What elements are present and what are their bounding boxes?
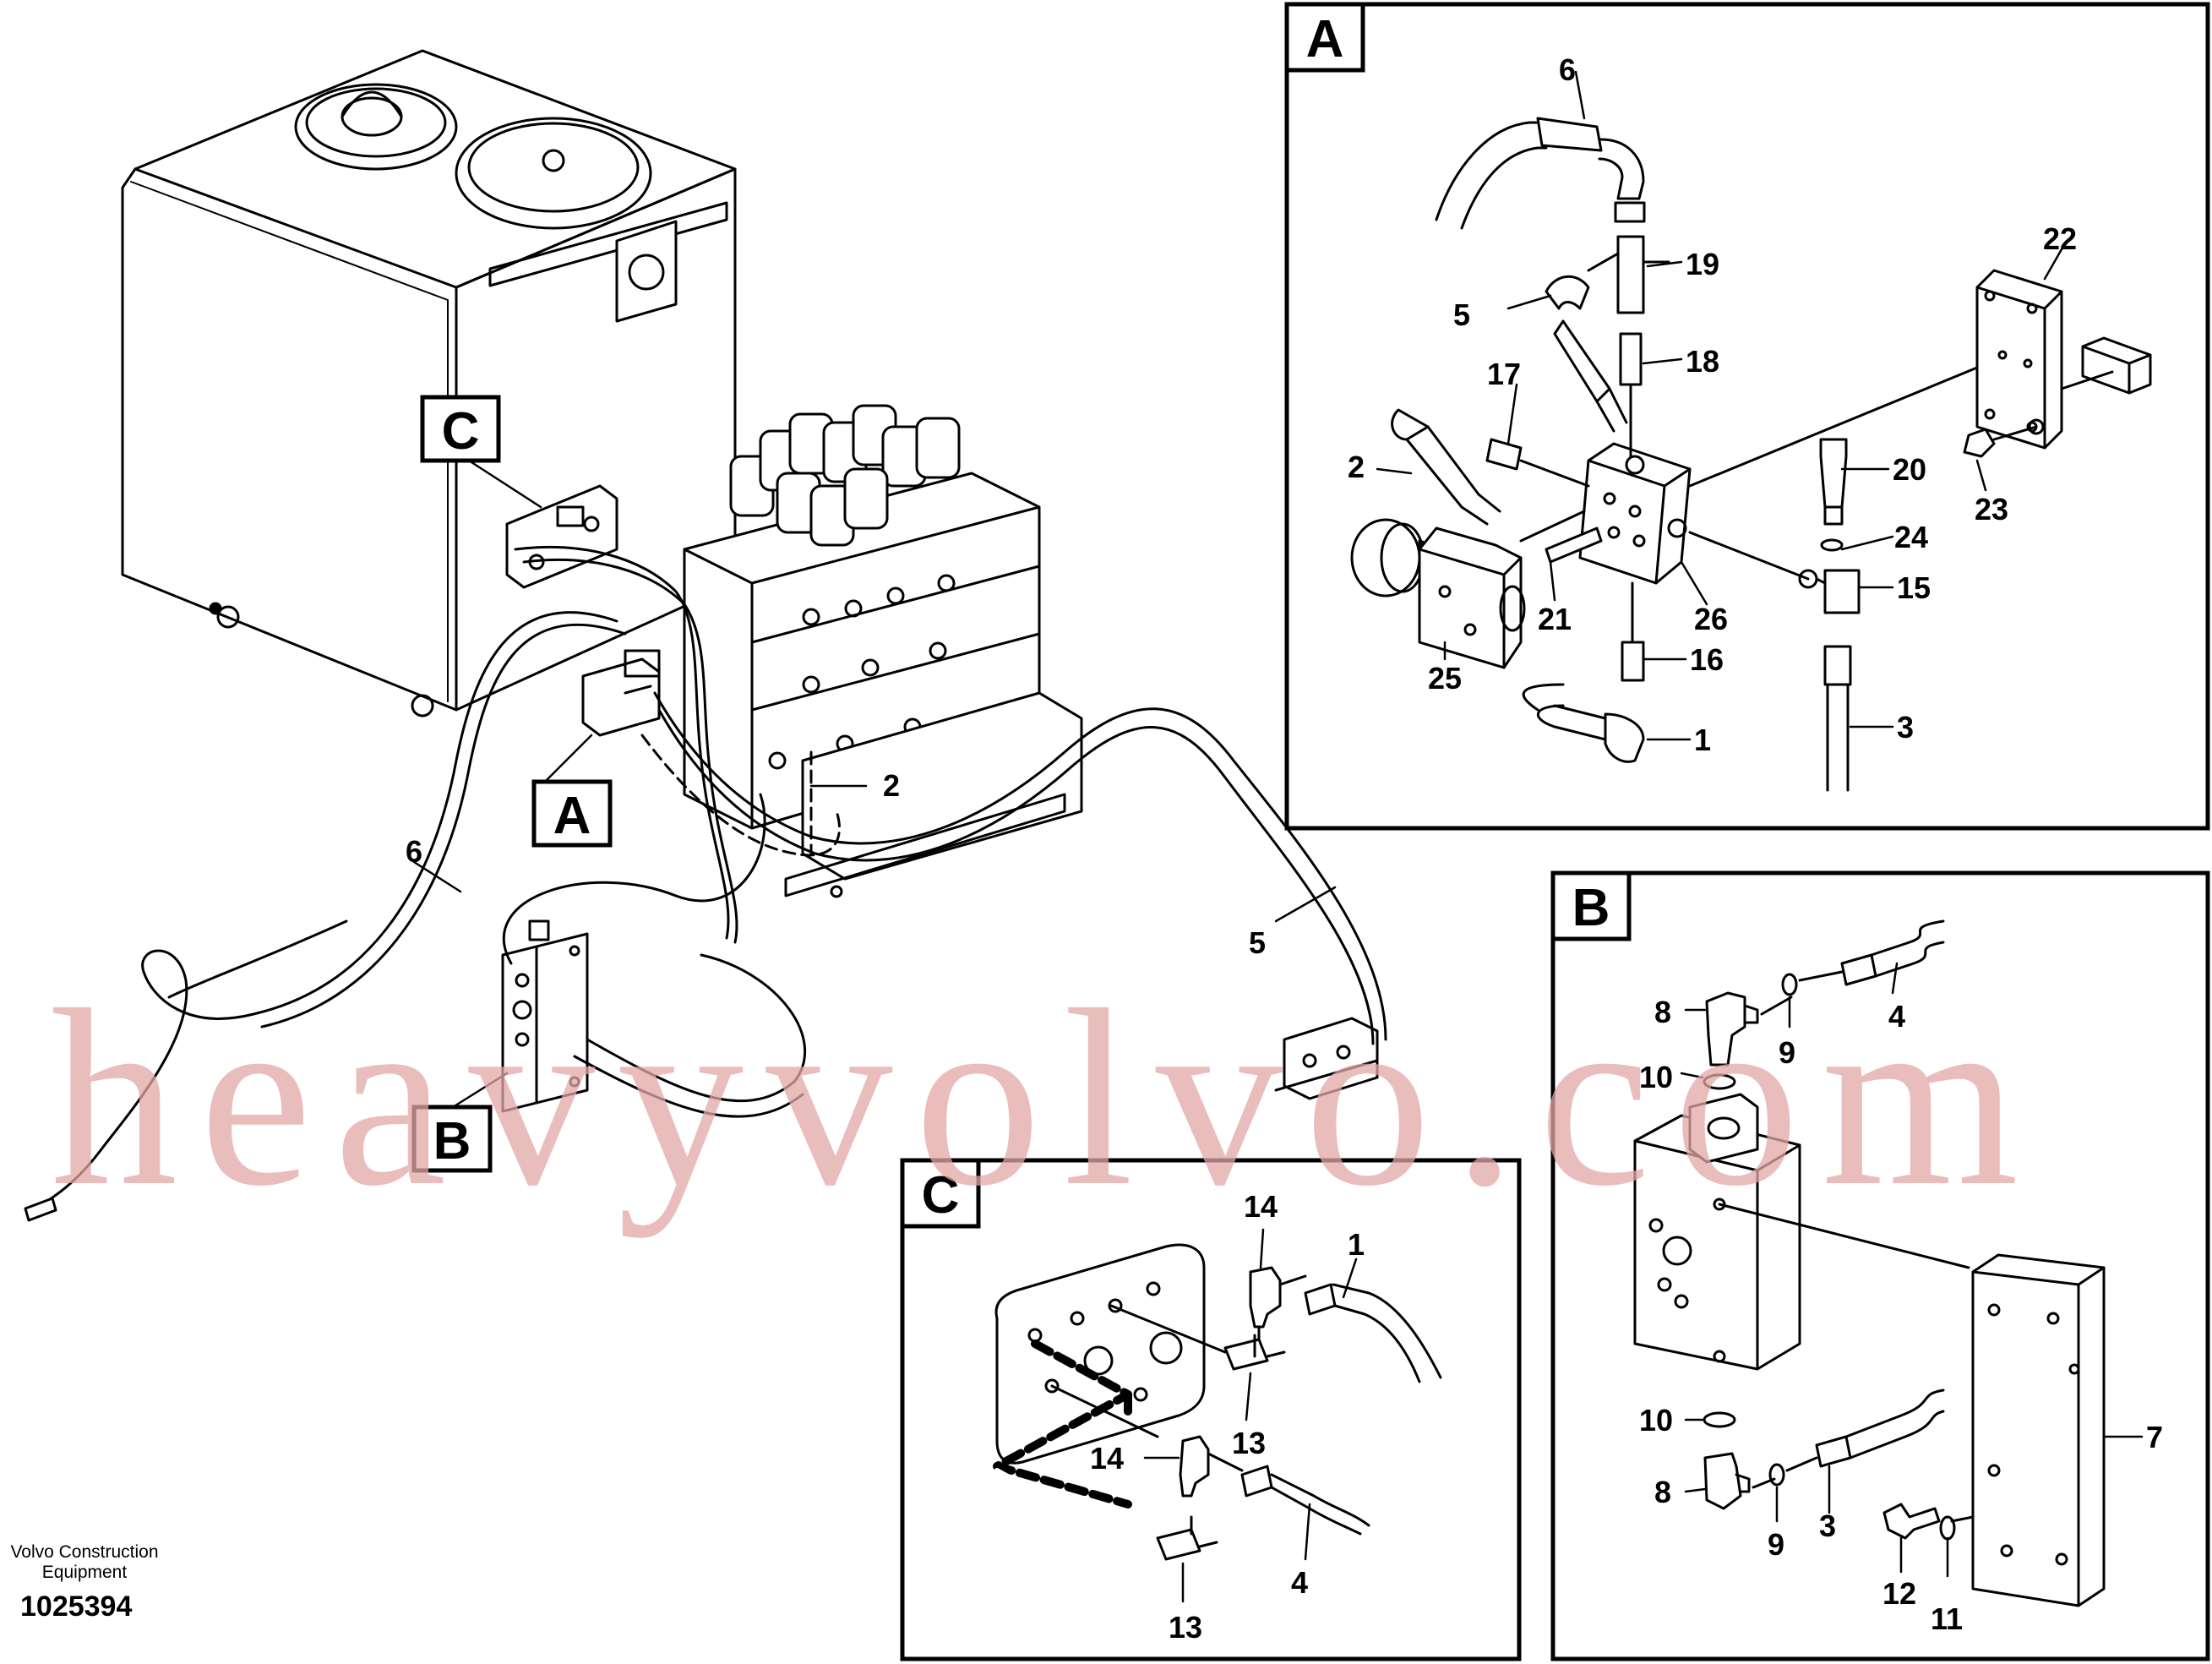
panel-a-label-25: 25	[1428, 661, 1462, 696]
panel-a-label-15: 15	[1897, 570, 1931, 605]
panel-c-label-14-bottom: 14	[1090, 1441, 1124, 1476]
callout-c-letter: C	[442, 402, 480, 461]
main-label-2: 2	[883, 768, 900, 803]
valve-block-b	[501, 919, 589, 1113]
panel-a-label-6: 6	[1559, 52, 1576, 87]
panel-b-letter: B	[1572, 879, 1610, 937]
panel-a-label-1: 1	[1694, 723, 1711, 757]
panel-a-label-23: 23	[1975, 492, 2008, 526]
panel-a-letter: A	[1306, 10, 1344, 68]
manufacturer-line-2: Equipment	[41, 1563, 128, 1582]
detail-panel-a: A	[1284, 2, 2210, 831]
panel-c-label-1: 1	[1348, 1227, 1365, 1262]
main-label-5: 5	[1249, 925, 1266, 960]
panel-c-label-13-bottom: 13	[1169, 1610, 1202, 1645]
main-control-valve	[683, 404, 1083, 898]
callout-b: B	[411, 1105, 493, 1173]
panel-b-label-10-top: 10	[1639, 1060, 1673, 1094]
port-block-c	[505, 484, 618, 589]
leader-lines	[412, 459, 1337, 1117]
callout-c: C	[420, 395, 501, 463]
panel-a-label-20: 20	[1893, 452, 1926, 487]
panel-b-label-4: 4	[1888, 999, 1905, 1034]
detail-panel-b: B	[1550, 870, 2210, 1661]
hydraulic-tank	[121, 49, 737, 717]
panel-c-label-4: 4	[1291, 1565, 1308, 1600]
panel-b-label-10-bottom: 10	[1639, 1403, 1673, 1438]
panel-c-label-13-top: 13	[1232, 1426, 1266, 1460]
panel-a-label-19: 19	[1686, 247, 1719, 281]
panel-a-label-18: 18	[1686, 344, 1719, 379]
panel-a-label-3: 3	[1897, 710, 1914, 745]
detail-panel-c: C	[900, 1158, 1522, 1661]
panel-a-label-5: 5	[1453, 297, 1470, 332]
panel-a-label-21: 21	[1538, 602, 1572, 636]
panel-a-label-24: 24	[1894, 520, 1928, 554]
panel-b-label-9-top: 9	[1779, 1035, 1795, 1070]
panel-c-label-14-top: 14	[1244, 1189, 1278, 1224]
main-assembly	[24, 49, 1387, 1222]
drawing-number: 1025394	[20, 1590, 133, 1623]
valve-block-a	[581, 649, 661, 737]
panel-a-label-2: 2	[1348, 450, 1365, 484]
panel-a-label-22: 22	[2043, 221, 2077, 256]
panel-c-letter: C	[922, 1166, 960, 1225]
watermark-text: heavyvolvo.com	[51, 957, 2040, 1239]
hose-end-fitting	[24, 1197, 57, 1222]
hoses	[32, 546, 1387, 1210]
manufacturer-caption: Volvo Construction Equipment	[0, 1542, 169, 1583]
callout-a: A	[531, 779, 613, 848]
panel-b-label-8-top: 8	[1654, 995, 1671, 1029]
panel-a-label-17: 17	[1487, 357, 1521, 391]
panel-a-label-16: 16	[1690, 642, 1724, 677]
panel-b-label-11: 11	[1931, 1601, 1963, 1636]
panel-b-label-9-bottom: 9	[1768, 1527, 1784, 1562]
callout-b-letter: B	[433, 1112, 471, 1170]
panel-b-label-7: 7	[2146, 1420, 2163, 1454]
callout-a-letter: A	[553, 787, 591, 845]
panel-a-label-26: 26	[1694, 602, 1728, 636]
manufacturer-line-1: Volvo Construction	[10, 1542, 159, 1562]
main-label-6: 6	[406, 834, 422, 869]
remote-valve	[1274, 1017, 1379, 1100]
panel-b-label-12: 12	[1882, 1576, 1916, 1611]
panel-b-label-3: 3	[1819, 1509, 1836, 1543]
panel-b-label-8-bottom: 8	[1654, 1475, 1671, 1509]
